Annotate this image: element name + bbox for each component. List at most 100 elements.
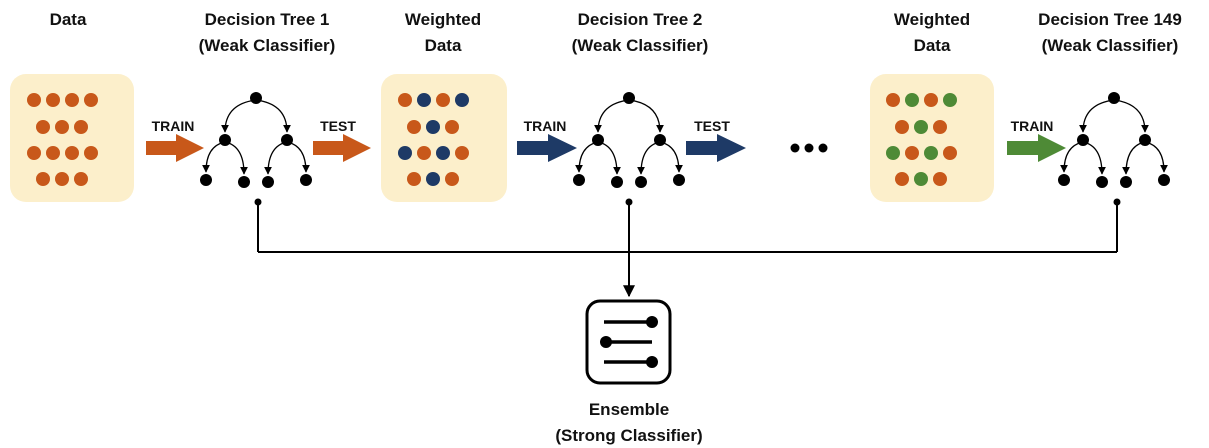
tree-leaf-node bbox=[300, 174, 312, 186]
data-point bbox=[445, 120, 459, 134]
tree-internal-node bbox=[1077, 134, 1089, 146]
tree-edge bbox=[575, 141, 599, 173]
data-point bbox=[905, 93, 919, 107]
ensemble-connectors bbox=[254, 198, 1121, 298]
train-arrow-2 bbox=[517, 134, 577, 162]
tree-edge bbox=[1079, 99, 1115, 133]
data-point bbox=[417, 93, 431, 107]
tree-edge bbox=[286, 141, 310, 173]
data-point bbox=[36, 120, 50, 134]
train-arrow-3 bbox=[1007, 134, 1066, 162]
tree-edge bbox=[1082, 141, 1106, 175]
data-point bbox=[436, 93, 450, 107]
weighted1-panel bbox=[381, 74, 507, 202]
tree-leaf-node bbox=[200, 174, 212, 186]
data-point bbox=[46, 146, 60, 160]
data-point bbox=[84, 93, 98, 107]
tree-edge bbox=[1122, 141, 1146, 175]
test-label-1: TEST bbox=[320, 118, 356, 134]
tree-internal-node bbox=[281, 134, 293, 146]
tree-edge bbox=[1144, 141, 1168, 173]
data-point bbox=[886, 93, 900, 107]
tree-internal-node bbox=[592, 134, 604, 146]
data-point bbox=[455, 93, 469, 107]
tree149-subtitle: (Weak Classifier) bbox=[1042, 36, 1179, 55]
tree2-icon bbox=[573, 92, 685, 188]
data-point bbox=[65, 93, 79, 107]
tree-edge bbox=[1113, 99, 1149, 133]
train-label-3: TRAIN bbox=[1011, 118, 1054, 134]
tree-edge bbox=[594, 99, 630, 133]
data-point bbox=[924, 146, 938, 160]
data-point bbox=[417, 146, 431, 160]
tree-leaf-node bbox=[635, 176, 647, 188]
data-point bbox=[914, 120, 928, 134]
tree1-subtitle: (Weak Classifier) bbox=[199, 36, 336, 55]
tree-root-node bbox=[623, 92, 635, 104]
data-point bbox=[84, 146, 98, 160]
data-point bbox=[398, 93, 412, 107]
ellipsis-dots-icon bbox=[790, 143, 828, 153]
tree-leaf-node bbox=[611, 176, 623, 188]
tree-edge bbox=[637, 141, 661, 175]
tree-edge bbox=[255, 99, 291, 133]
test-arrow-2 bbox=[686, 134, 746, 162]
data-point bbox=[65, 146, 79, 160]
data-point bbox=[407, 172, 421, 186]
tree-leaf-node bbox=[673, 174, 685, 186]
data-point bbox=[426, 120, 440, 134]
data-point bbox=[55, 120, 69, 134]
tree-root-node bbox=[250, 92, 262, 104]
weighted2-dots bbox=[886, 93, 957, 186]
tree-leaf-node bbox=[573, 174, 585, 186]
tree-internal-node bbox=[654, 134, 666, 146]
tree-leaf-node bbox=[238, 176, 250, 188]
data-point bbox=[398, 146, 412, 160]
data-point bbox=[886, 146, 900, 160]
data-point bbox=[74, 120, 88, 134]
data-panel bbox=[10, 74, 134, 202]
data-point bbox=[445, 172, 459, 186]
data-point bbox=[74, 172, 88, 186]
weighted2-title: Weighted bbox=[894, 10, 970, 29]
tree-edge bbox=[597, 141, 621, 175]
weighted1-subtitle: Data bbox=[425, 36, 462, 55]
data-point bbox=[46, 93, 60, 107]
train-arrow-1 bbox=[146, 134, 204, 162]
tree1-icon bbox=[200, 92, 312, 188]
weighted2-panel bbox=[870, 74, 994, 202]
tree-leaf-node bbox=[1158, 174, 1170, 186]
tree-edge bbox=[659, 141, 683, 173]
weighted2-subtitle: Data bbox=[914, 36, 951, 55]
data-point bbox=[933, 120, 947, 134]
data-point bbox=[895, 120, 909, 134]
data-point bbox=[924, 93, 938, 107]
weighted1-title: Weighted bbox=[405, 10, 481, 29]
data-point bbox=[943, 146, 957, 160]
train-label-1: TRAIN bbox=[152, 118, 195, 134]
tree-edge bbox=[224, 141, 248, 175]
tree-internal-node bbox=[1139, 134, 1151, 146]
data-point bbox=[407, 120, 421, 134]
ensemble-sliders-icon bbox=[585, 299, 672, 385]
tree-root-node bbox=[1108, 92, 1120, 104]
tree-leaf-node bbox=[262, 176, 274, 188]
data-point bbox=[455, 146, 469, 160]
tree-edge bbox=[628, 99, 664, 133]
data-point bbox=[905, 146, 919, 160]
tree-edge bbox=[221, 99, 257, 133]
tree-edge bbox=[1060, 141, 1084, 173]
test-arrow-1 bbox=[313, 134, 371, 162]
tree-leaf-node bbox=[1120, 176, 1132, 188]
tree2-title: Decision Tree 2 bbox=[578, 10, 703, 29]
train-label-2: TRAIN bbox=[524, 118, 567, 134]
test-label-2: TEST bbox=[694, 118, 730, 134]
data-point bbox=[914, 172, 928, 186]
ensemble-subtitle: (Strong Classifier) bbox=[555, 426, 702, 445]
tree2-subtitle: (Weak Classifier) bbox=[572, 36, 709, 55]
tree-leaf-node bbox=[1058, 174, 1070, 186]
data-dots bbox=[27, 93, 98, 186]
data-point bbox=[426, 172, 440, 186]
data-point bbox=[895, 172, 909, 186]
data-point bbox=[55, 172, 69, 186]
